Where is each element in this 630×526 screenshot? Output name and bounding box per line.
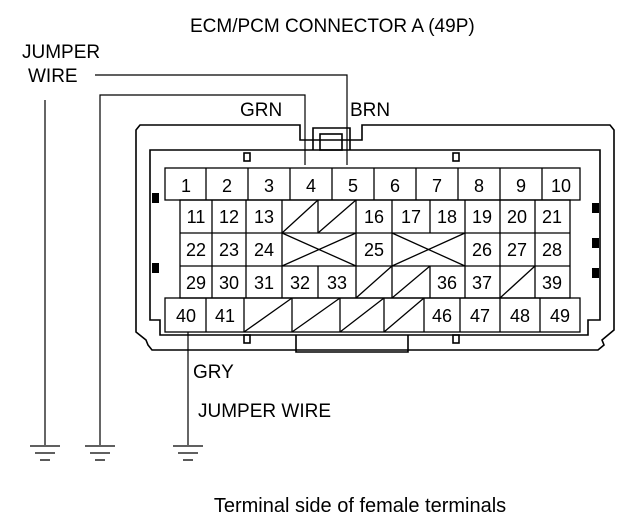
terminal-13: 13: [254, 207, 274, 227]
terminal-2: 2: [222, 176, 232, 196]
terminal-23: 23: [219, 240, 239, 260]
terminal-row-2: 11 12 13 16 17 18 19 20 21: [187, 207, 562, 227]
terminal-22: 22: [186, 240, 206, 260]
ground-icon: [30, 445, 60, 461]
terminal-31: 31: [254, 273, 274, 293]
terminal-8: 8: [474, 176, 484, 196]
terminal-33: 33: [327, 273, 347, 293]
terminal-9: 9: [516, 176, 526, 196]
terminal-30: 30: [219, 273, 239, 293]
terminal-row-3: 22 23 24 25 26 27 28: [186, 240, 562, 260]
terminal-25: 25: [364, 240, 384, 260]
terminal-48: 48: [510, 306, 530, 326]
terminal-row-5: 40 41 46 47 48 49: [176, 306, 570, 326]
grn-wire-label: GRN: [240, 100, 282, 121]
terminal-46: 46: [432, 306, 452, 326]
diagram-title: ECM/PCM CONNECTOR A (49P): [190, 16, 475, 37]
terminal-17: 17: [401, 207, 421, 227]
brn-wire-label: BRN: [350, 100, 390, 121]
jumper-wire-label-top: JUMPER: [22, 42, 100, 63]
terminal-5: 5: [348, 176, 358, 196]
terminal-row-1: 1 2 3 4 5 6 7 8 9 10: [181, 176, 571, 196]
ground-icon: [85, 445, 115, 461]
ground-icon: [173, 445, 203, 461]
terminal-27: 27: [507, 240, 527, 260]
terminal-4: 4: [306, 176, 316, 196]
terminal-7: 7: [432, 176, 442, 196]
terminal-40: 40: [176, 306, 196, 326]
gry-wire-label: GRY: [193, 362, 234, 383]
terminal-49: 49: [550, 306, 570, 326]
terminal-26: 26: [472, 240, 492, 260]
terminal-36: 36: [437, 273, 457, 293]
terminal-18: 18: [437, 207, 457, 227]
jumper-wire-label-top-2: WIRE: [28, 66, 78, 87]
terminal-16: 16: [364, 207, 384, 227]
terminal-3: 3: [264, 176, 274, 196]
terminal-11: 11: [187, 207, 206, 227]
terminal-29: 29: [186, 273, 206, 293]
terminal-28: 28: [542, 240, 562, 260]
diagram-caption: Terminal side of female terminals: [214, 495, 506, 517]
terminal-row-4: 29 30 31 32 33 36 37 39: [186, 273, 562, 293]
terminal-6: 6: [390, 176, 400, 196]
terminal-39: 39: [542, 273, 562, 293]
connector-shell: [135, 124, 615, 353]
terminal-1: 1: [181, 176, 191, 196]
terminal-24: 24: [254, 240, 274, 260]
terminal-12: 12: [219, 207, 239, 227]
terminal-37: 37: [472, 273, 492, 293]
jumper-wire-label-bottom: JUMPER WIRE: [198, 401, 331, 422]
terminal-41: 41: [215, 306, 235, 326]
terminal-20: 20: [507, 207, 527, 227]
grn-jumper-wire: [99, 94, 306, 445]
terminal-10: 10: [551, 176, 571, 196]
terminal-47: 47: [470, 306, 490, 326]
terminal-19: 19: [472, 207, 492, 227]
lock-tabs: [152, 193, 599, 278]
terminal-21: 21: [542, 207, 562, 227]
terminal-grid: [164, 167, 581, 333]
terminal-32: 32: [290, 273, 310, 293]
brn-jumper-wire: [95, 74, 348, 165]
jumper-wires-top: [44, 74, 348, 445]
